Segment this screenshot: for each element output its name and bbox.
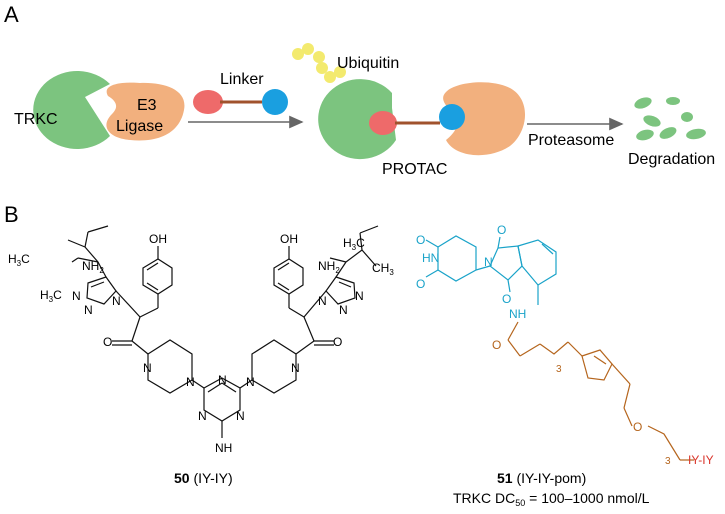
c51-o-1: O xyxy=(416,233,425,247)
c51-nh: NH xyxy=(509,307,526,321)
complex-trkc-shape xyxy=(318,79,396,160)
c50-nh2-left: NH2 xyxy=(82,259,104,275)
fragment xyxy=(636,129,654,141)
compound-50-structure xyxy=(67,225,379,438)
compound-51-caption: 51 (IY-IY-pom) xyxy=(497,470,586,486)
complex-e3-shape xyxy=(443,82,526,156)
c51-hn: HN xyxy=(422,251,439,265)
c50-n-pip-right-1: N xyxy=(246,375,255,389)
degradation-label: Degradation xyxy=(628,151,715,168)
protac-label: PROTAC xyxy=(382,161,447,178)
c51-repeat-1: 3 xyxy=(556,364,562,375)
panel-a-label: A xyxy=(4,2,19,27)
c50-h3c-top-right: H3C xyxy=(343,236,365,252)
c50-n-right-2: N xyxy=(339,303,348,317)
ubiquitin-bead xyxy=(302,43,314,55)
c51-o-ether: O xyxy=(633,420,642,434)
c51-n: N xyxy=(484,255,493,269)
compound-51-pomalidomide xyxy=(425,235,557,305)
ubiquitin-bead xyxy=(334,66,346,78)
c50-o-right: O xyxy=(333,335,342,349)
c50-h3c-top-left: H3C xyxy=(8,252,30,268)
c50-n-right-3: N xyxy=(355,289,364,303)
complex-warhead-red xyxy=(369,111,397,135)
ubiquitin-bead xyxy=(313,51,325,63)
trkc-label: TRKC xyxy=(14,111,58,128)
linker-ligand-blue xyxy=(262,89,288,115)
trkc-protein-shape xyxy=(33,71,110,149)
c50-n-triazine-1: N xyxy=(218,373,227,387)
c50-n-pip-left-1: N xyxy=(143,361,152,375)
e3-ligase-shape xyxy=(106,82,185,141)
c50-o-left: O xyxy=(103,335,112,349)
c50-nh2-right: NH2 xyxy=(318,259,340,275)
proteasome-label: Proteasome xyxy=(528,132,614,149)
e3-label-line2: Ligase xyxy=(116,118,163,135)
c51-iy-iy-tag: IY-IY xyxy=(688,453,714,467)
linker-warhead-red xyxy=(193,90,223,114)
c50-oh-left: OH xyxy=(149,232,167,246)
c50-nh: NH xyxy=(215,441,232,455)
c51-o-4: O xyxy=(502,292,511,306)
fragment xyxy=(659,127,677,139)
fragment xyxy=(634,97,652,109)
compound-50-caption: 50 (IY-IY) xyxy=(174,470,233,486)
c51-repeat-2: 3 xyxy=(665,456,671,467)
compound-51-linker xyxy=(507,321,694,461)
c50-n-left-2: N xyxy=(84,303,93,317)
fragment xyxy=(643,115,661,127)
c50-n-left-1: N xyxy=(72,289,81,303)
linker-label: Linker xyxy=(220,71,264,88)
c50-n-pip-left-2: N xyxy=(186,375,195,389)
fragment xyxy=(686,128,706,140)
c50-n-pip-right-2: N xyxy=(291,361,300,375)
ubiquitin-label: Ubiquitin xyxy=(337,55,399,72)
e3-label-line1: E3 xyxy=(137,97,157,114)
c50-oh-right: OH xyxy=(280,232,298,246)
c50-n-triazine-2: N xyxy=(198,409,207,423)
fragment xyxy=(681,112,693,122)
fragment xyxy=(666,97,680,105)
ubiquitin-bead xyxy=(292,48,304,60)
c50-ch3-right: CH3 xyxy=(372,261,394,277)
c50-n-right-1: N xyxy=(318,294,327,308)
ubiquitin-bead xyxy=(316,62,328,74)
c50-n-left-3: N xyxy=(112,294,121,308)
c51-o-3: O xyxy=(497,223,506,237)
compound-51-activity: TRKC DC50 = 100–1000 nmol/L xyxy=(453,490,650,508)
c51-o-2: O xyxy=(416,277,425,291)
c51-o-amide: O xyxy=(492,338,501,352)
panel-b-label: B xyxy=(4,202,19,227)
c50-h3c-mid-left: H3C xyxy=(40,288,62,304)
complex-ligand-blue xyxy=(439,104,465,130)
c50-n-triazine-3: N xyxy=(236,409,245,423)
ubiquitin-bead xyxy=(324,71,336,83)
